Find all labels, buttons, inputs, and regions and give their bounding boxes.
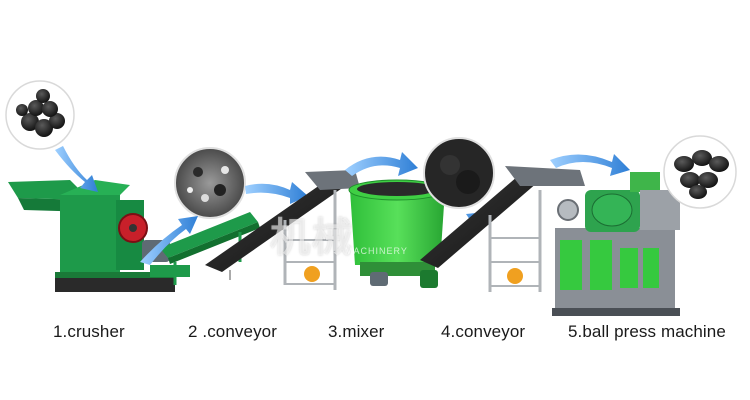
- conveyor-1-machine: [150, 212, 260, 285]
- flow-arrow-icon: [140, 216, 198, 265]
- mixer-machine: [348, 179, 446, 288]
- step-label-conveyor-1: 2 .conveyor: [188, 322, 277, 341]
- crushed-material-icon: [174, 147, 246, 219]
- flow-arrow-icon: [345, 152, 418, 176]
- ball-press-machine: [552, 172, 680, 316]
- flow-arrow-icon: [55, 146, 98, 192]
- watermark-text: 机械: [270, 215, 354, 261]
- crusher-machine: [8, 180, 175, 292]
- coal-lumps-icon: [5, 80, 75, 150]
- conveyor-3-machine: [420, 166, 585, 292]
- step-label-ball-press: 5.ball press machine: [568, 322, 726, 341]
- flow-arrow-icon: [245, 182, 308, 204]
- watermark-subtext: MACHINERY: [345, 246, 408, 256]
- conveyor-2-machine: [205, 170, 360, 290]
- powder-icon: [423, 137, 495, 209]
- briquette-balls-icon: [663, 135, 737, 209]
- step-label-conveyor-2: 4.conveyor: [441, 322, 526, 341]
- step-label-crusher: 1.crusher: [53, 322, 125, 341]
- step-label-mixer: 3.mixer: [328, 322, 385, 341]
- flow-arrow-icon: [550, 154, 630, 176]
